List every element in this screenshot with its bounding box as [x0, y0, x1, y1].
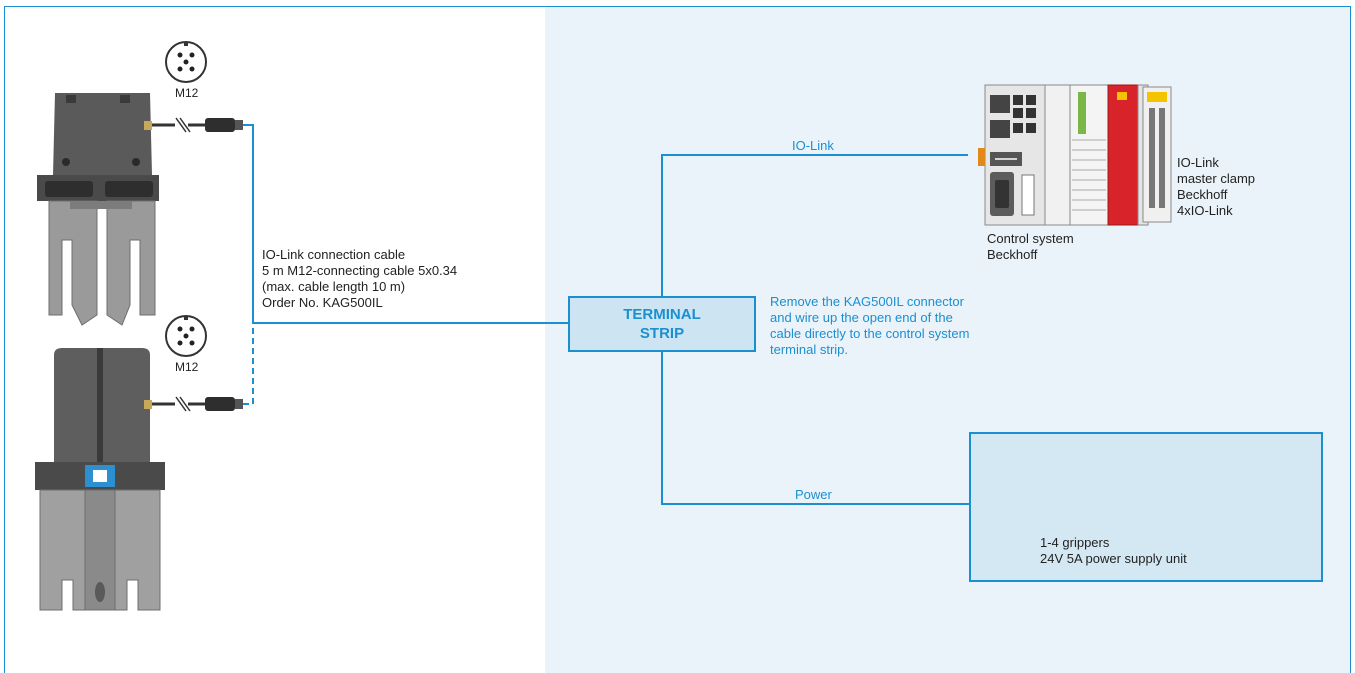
control-system-line: Beckhoff — [987, 247, 1038, 262]
master-clamp-line: IO-Link — [1177, 155, 1219, 170]
io-link-wire — [661, 154, 968, 296]
note-line: Remove the KAG500IL connector — [770, 294, 964, 309]
control-system-illustration — [978, 84, 1149, 226]
psu-line: 24V 5A power supply unit — [1040, 551, 1187, 566]
wiring-note: Remove the KAG500IL connector and wire u… — [770, 294, 969, 358]
m12-pin-icon-lower — [165, 315, 207, 357]
master-clamp-line: master clamp — [1177, 171, 1256, 186]
control-system-line: Control system — [987, 231, 1074, 246]
wiring — [243, 124, 969, 505]
m12-pin-icon-upper — [165, 41, 207, 83]
psu-label: 1-4 grippers 24V 5A power supply unit — [1040, 535, 1187, 567]
cable-wire-upper — [243, 124, 568, 324]
cable-line: (max. cable length 10 m) — [262, 279, 406, 294]
cable-line: Order No. KAG500IL — [262, 295, 383, 310]
psu-box — [969, 432, 1323, 582]
control-system-label: Control system Beckhoff — [987, 231, 1074, 263]
master-clamp-label: IO-Link master clamp Beckhoff 4xIO-Link — [1177, 155, 1255, 219]
diagram-border — [4, 6, 1351, 673]
terminal-strip-line2: STRIP — [639, 325, 685, 342]
master-clamp-illustration — [1142, 86, 1172, 223]
psu-line: 1-4 grippers — [1040, 535, 1110, 550]
m12-label-upper: M12 — [175, 86, 199, 100]
m12-label-lower: M12 — [175, 360, 199, 374]
lower-gripper-illustration — [35, 348, 243, 611]
io-link-label: IO-Link — [792, 138, 834, 153]
note-line: terminal strip. — [770, 342, 849, 357]
terminal-strip-box: TERMINAL STRIP — [568, 296, 756, 352]
cable-line: 5 m M12-connecting cable 5x0.34 — [262, 263, 458, 278]
cable-description: IO-Link connection cable 5 m M12-connect… — [262, 247, 457, 311]
upper-gripper-illustration — [37, 93, 243, 326]
cable-line: IO-Link connection cable — [262, 247, 406, 262]
master-clamp-line: 4xIO-Link — [1177, 203, 1233, 218]
master-clamp-line: Beckhoff — [1177, 187, 1228, 202]
note-line: cable directly to the control system — [770, 326, 970, 341]
terminal-strip-line1: TERMINAL — [623, 306, 701, 323]
power-label: Power — [795, 487, 832, 502]
cable-wire-lower-dashed — [243, 323, 254, 405]
note-line: and wire up the open end of the — [770, 310, 953, 325]
power-wire — [661, 352, 969, 505]
